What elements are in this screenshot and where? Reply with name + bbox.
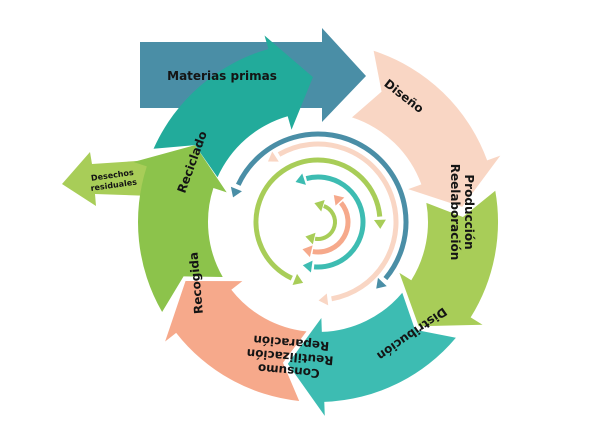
inner-loop-green-head-end: [373, 219, 386, 229]
diseno-arrow: [351, 50, 501, 207]
distribucion-arrow: [287, 292, 456, 416]
inner-loop-green-head-start: [292, 273, 304, 286]
label-recogida: Recogida: [187, 251, 206, 314]
label-recogida-text: Recogida: [187, 251, 206, 314]
inner-loop-teal-head-end: [302, 260, 313, 273]
inner-loop-teal: [305, 174, 366, 270]
cycle-segments: [62, 28, 501, 416]
label-consumo-text: Reparación: [253, 333, 330, 354]
desechos-residuales-arrow: [62, 152, 152, 206]
inner-loop-blue-head-end: [376, 277, 387, 289]
label-produccion-text: Reelaboración: [448, 164, 462, 261]
reciclado-arrow: [153, 35, 313, 178]
inner-loop-teal-head-start: [295, 173, 306, 185]
inner-loop-peach: [277, 141, 399, 302]
consumo-arrow: [165, 280, 307, 402]
inner-loop-salmon-head-start: [333, 194, 345, 206]
inner-loop-small-green: [314, 204, 337, 241]
inner-loop-small-green-head-start: [314, 200, 325, 212]
inner-loop-salmon-head-end: [302, 245, 313, 258]
label-produccion-text: Producción: [462, 174, 476, 249]
inner-loop-small-green-head-end: [305, 232, 316, 245]
produccion-arrow: [399, 190, 498, 327]
inner-loop-salmon: [312, 201, 351, 255]
inner-loop-peach-head-end: [318, 293, 329, 306]
inner-loop-arrows: [230, 131, 409, 306]
inner-loop-blue: [235, 131, 409, 281]
recogida-arrow: [133, 145, 227, 312]
inner-loop-peach-head-start: [267, 151, 279, 162]
inner-loop-green: [253, 157, 383, 281]
label-materias-primas: Materias primas: [167, 69, 277, 83]
label-materias-primas-text: Materias primas: [167, 69, 277, 83]
label-consumo-text: Consumo: [257, 361, 320, 380]
inner-loop-blue-head-start: [230, 186, 242, 198]
